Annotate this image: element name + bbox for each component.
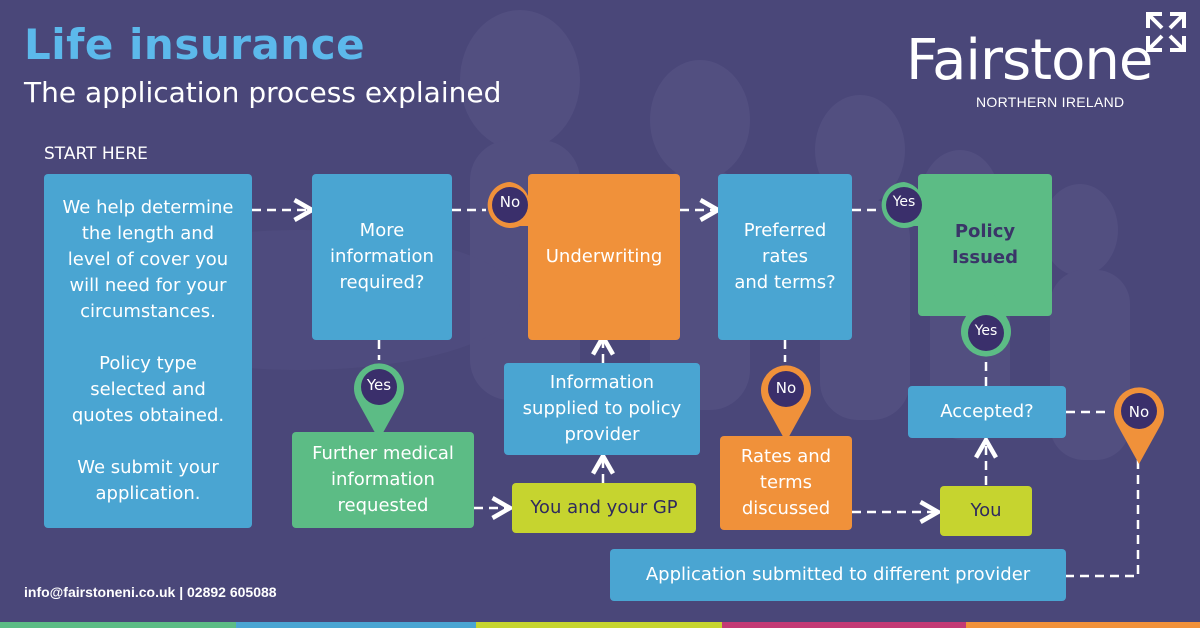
node-accepted: Accepted? — [908, 386, 1066, 438]
footer-stripe-magenta — [722, 622, 966, 628]
footer-contact: info@fairstoneni.co.uk | 02892 605088 — [24, 584, 277, 600]
map-pin-icon — [761, 365, 811, 442]
node-help-determine-cover: We help determine the length and level o… — [44, 174, 252, 528]
footer-stripe-lime — [476, 622, 722, 628]
node-underwriting: Underwriting — [528, 174, 680, 340]
node-more-information-required: More information required? — [312, 174, 452, 340]
pin-label-no-preferred: No — [775, 379, 797, 397]
logo-region: NORTHERN IRELAND — [976, 94, 1125, 110]
map-pin-icon — [354, 363, 404, 440]
footer-stripe-orange — [966, 622, 1200, 628]
map-pin-icon — [487, 182, 558, 228]
page-subtitle: The application process explained — [24, 76, 502, 109]
pin-label-yes-accepted: Yes — [974, 323, 998, 339]
node-information-supplied: Information supplied to policy provider — [504, 363, 700, 455]
footer-stripe-blue — [236, 622, 476, 628]
map-pin-icon — [961, 280, 1011, 357]
logo-wordmark: Fairstone — [906, 28, 1153, 93]
start-here-label: START HERE — [44, 144, 148, 164]
map-pin-icon — [1114, 387, 1164, 464]
node-you: You — [940, 486, 1032, 536]
node-further-medical-information: Further medical information requested — [292, 432, 474, 528]
footer-stripe-green — [0, 622, 236, 628]
fairstone-x-mark-icon — [1146, 12, 1186, 52]
pin-label-yes-preferred: Yes — [892, 194, 916, 210]
pin-label-yes-more-info: Yes — [366, 376, 392, 394]
page-title: Life insurance — [24, 20, 366, 69]
pin-label-no-accepted: No — [1128, 403, 1150, 421]
node-application-submitted-different-provider: Application submitted to different provi… — [610, 549, 1066, 601]
fairstone-logo: Fairstone NORTHERN IRELAND — [906, 28, 1186, 114]
node-you-and-your-gp: You and your GP — [512, 483, 696, 533]
node-rates-and-terms-discussed: Rates and terms discussed — [720, 436, 852, 530]
pin-label-no-underwriting: No — [499, 193, 521, 211]
node-preferred-rates-and-terms: Preferred rates and terms? — [718, 174, 852, 340]
map-pin-icon — [881, 182, 952, 228]
